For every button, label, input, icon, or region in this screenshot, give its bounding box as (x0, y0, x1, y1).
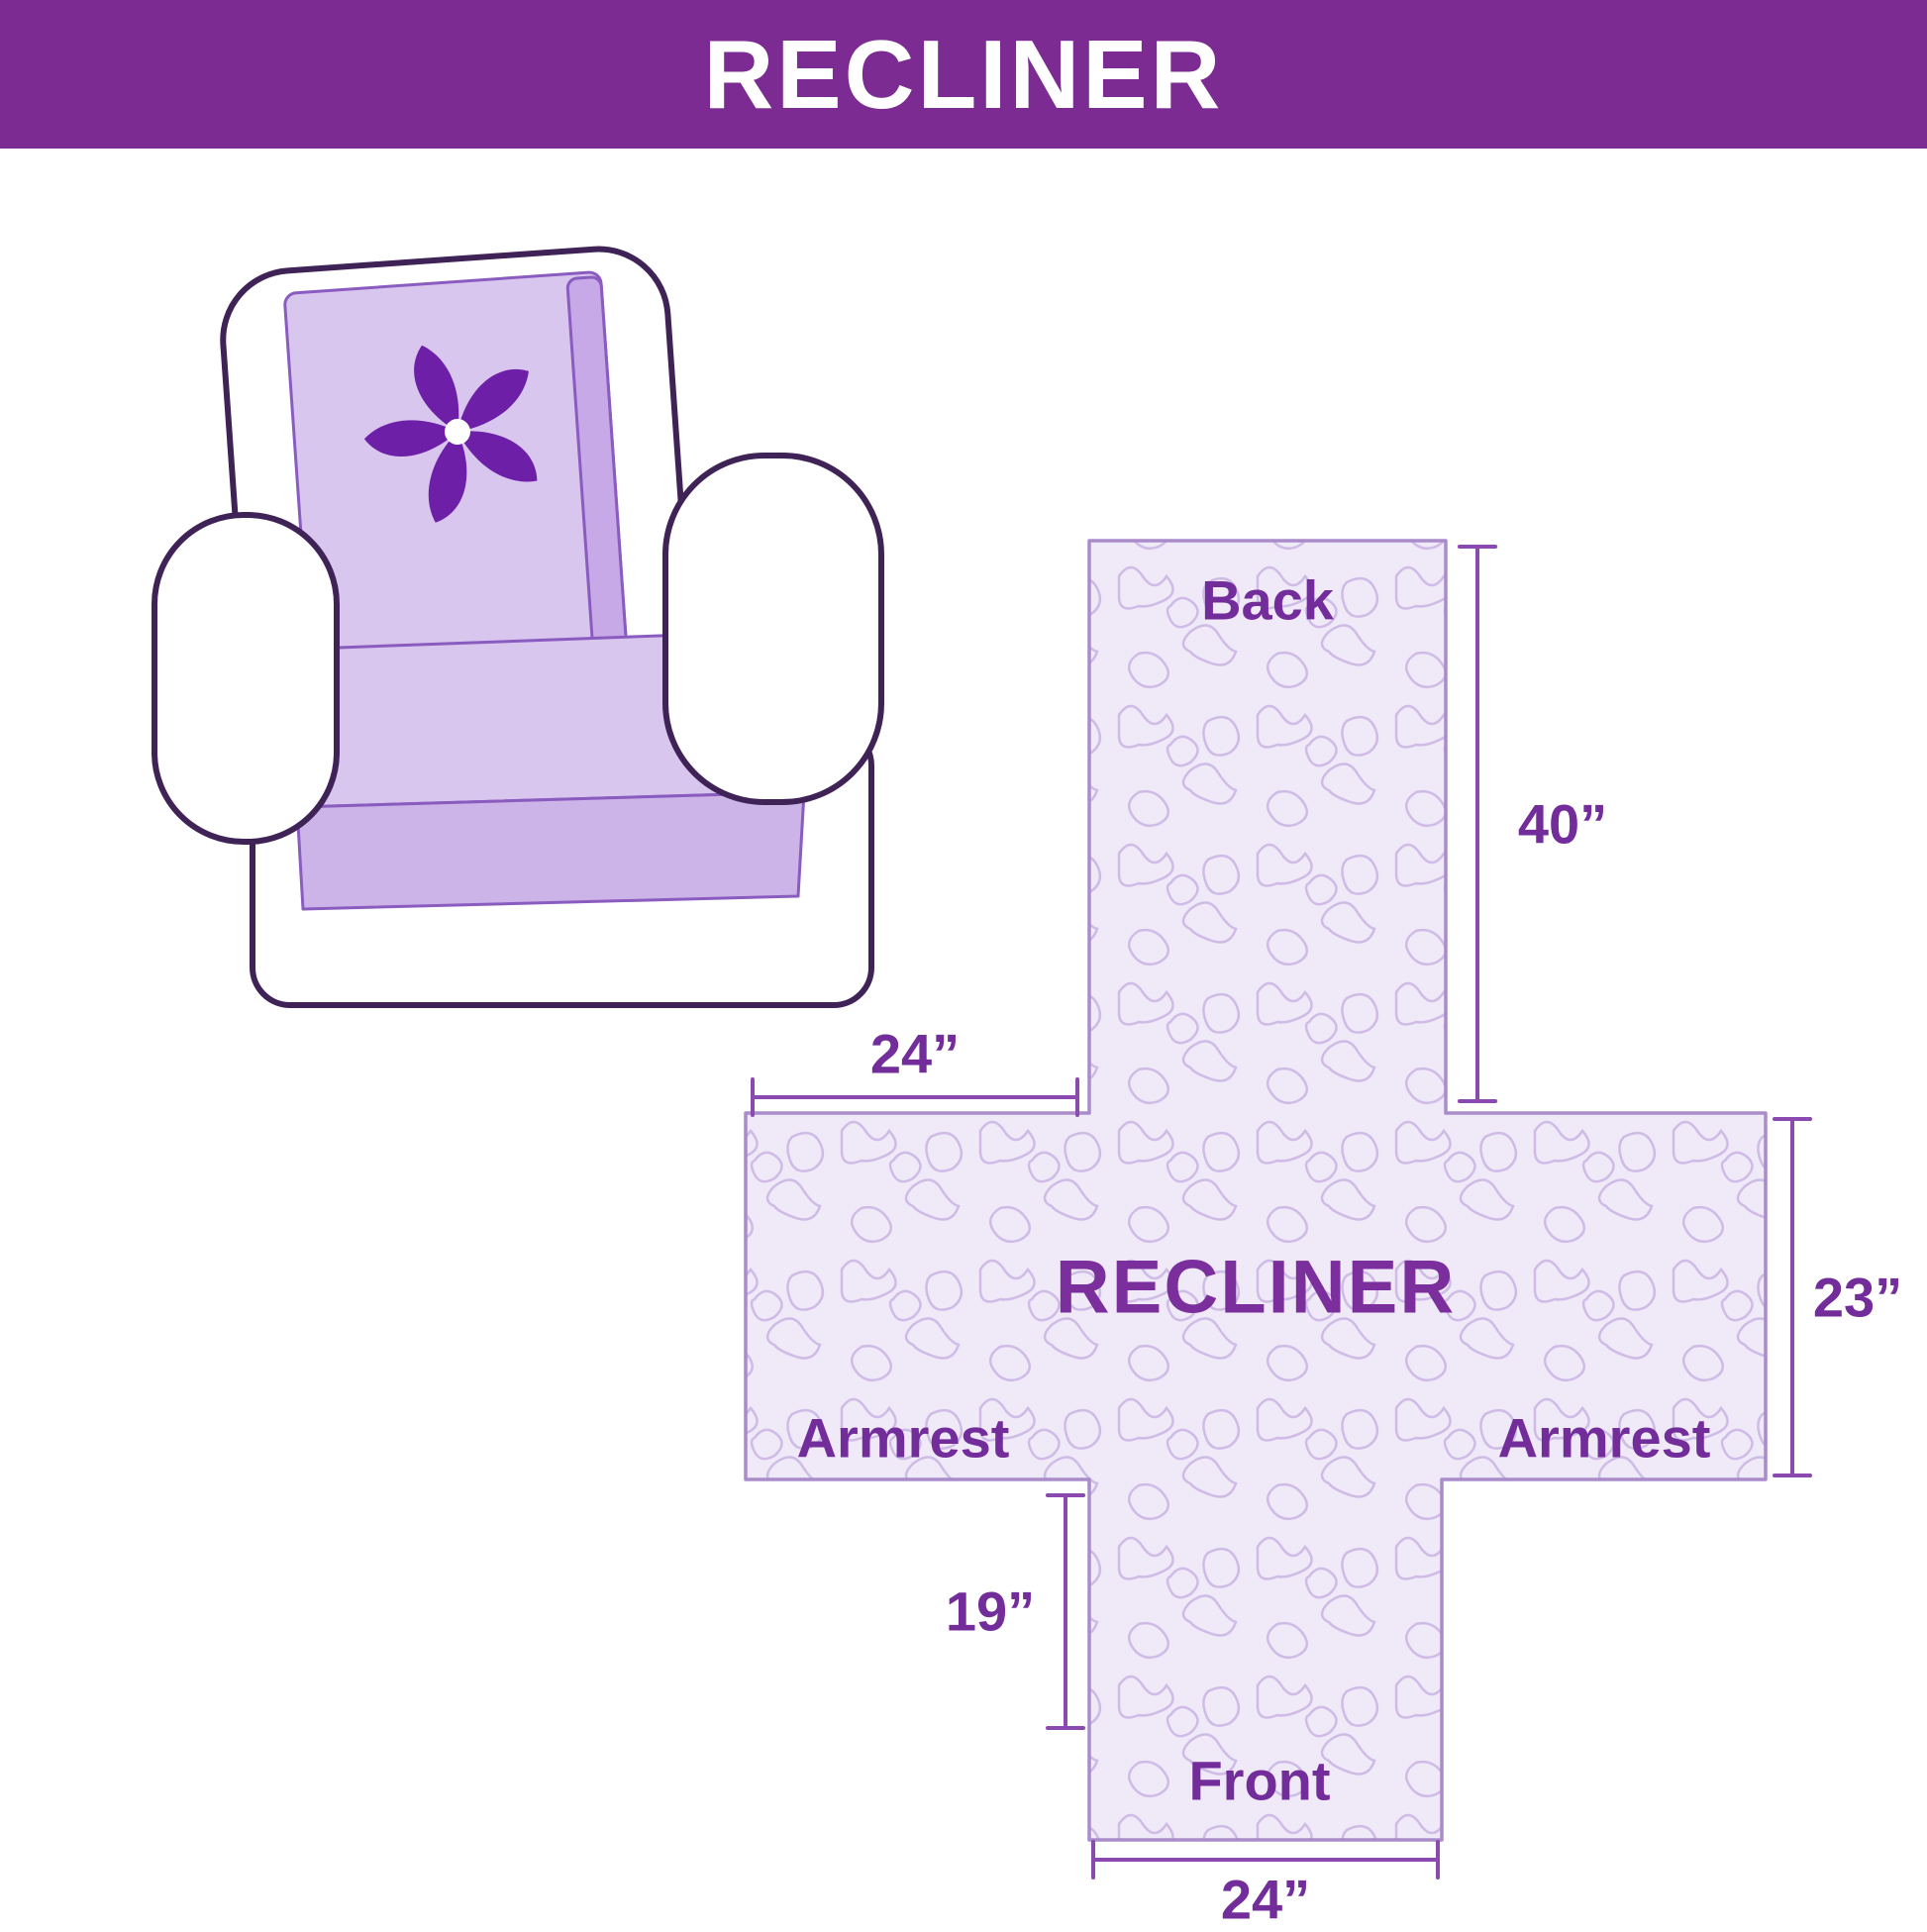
dimension-line-front-19 (1046, 1493, 1085, 1730)
dimension-label-back-40: 40” (1517, 792, 1608, 856)
dimension-label-front-24: 24” (1220, 1868, 1311, 1931)
label-back: Back (1201, 568, 1334, 632)
header-banner: RECLINER (0, 0, 1927, 149)
dimension-line-back-40 (1458, 545, 1497, 1103)
label-armrest-right: Armrest (1497, 1406, 1711, 1470)
cover-cross-shape (744, 539, 1768, 1842)
cover-layout-diagram (744, 539, 1768, 1842)
recliner-chair-illustration (152, 246, 884, 1008)
label-recliner-center: RECLINER (1055, 1245, 1457, 1330)
page-title: RECLINER (703, 19, 1224, 129)
pinwheel-logo-icon (363, 345, 538, 523)
dimension-lines (751, 545, 1812, 1880)
label-front: Front (1188, 1749, 1331, 1812)
chair-left-arm (152, 512, 340, 845)
dimension-label-side-23: 23” (1812, 1266, 1903, 1329)
chair-right-arm (662, 453, 884, 805)
dimension-line-front-24 (1091, 1840, 1440, 1880)
label-armrest-left: Armrest (796, 1406, 1010, 1470)
dimension-line-side-23 (1773, 1117, 1812, 1477)
dimension-label-front-19: 19” (945, 1579, 1036, 1643)
chair-seat-cover-front-drop (295, 790, 806, 911)
dimension-label-armrest-24: 24” (869, 1022, 961, 1085)
dimension-line-armrest-24 (751, 1077, 1079, 1117)
